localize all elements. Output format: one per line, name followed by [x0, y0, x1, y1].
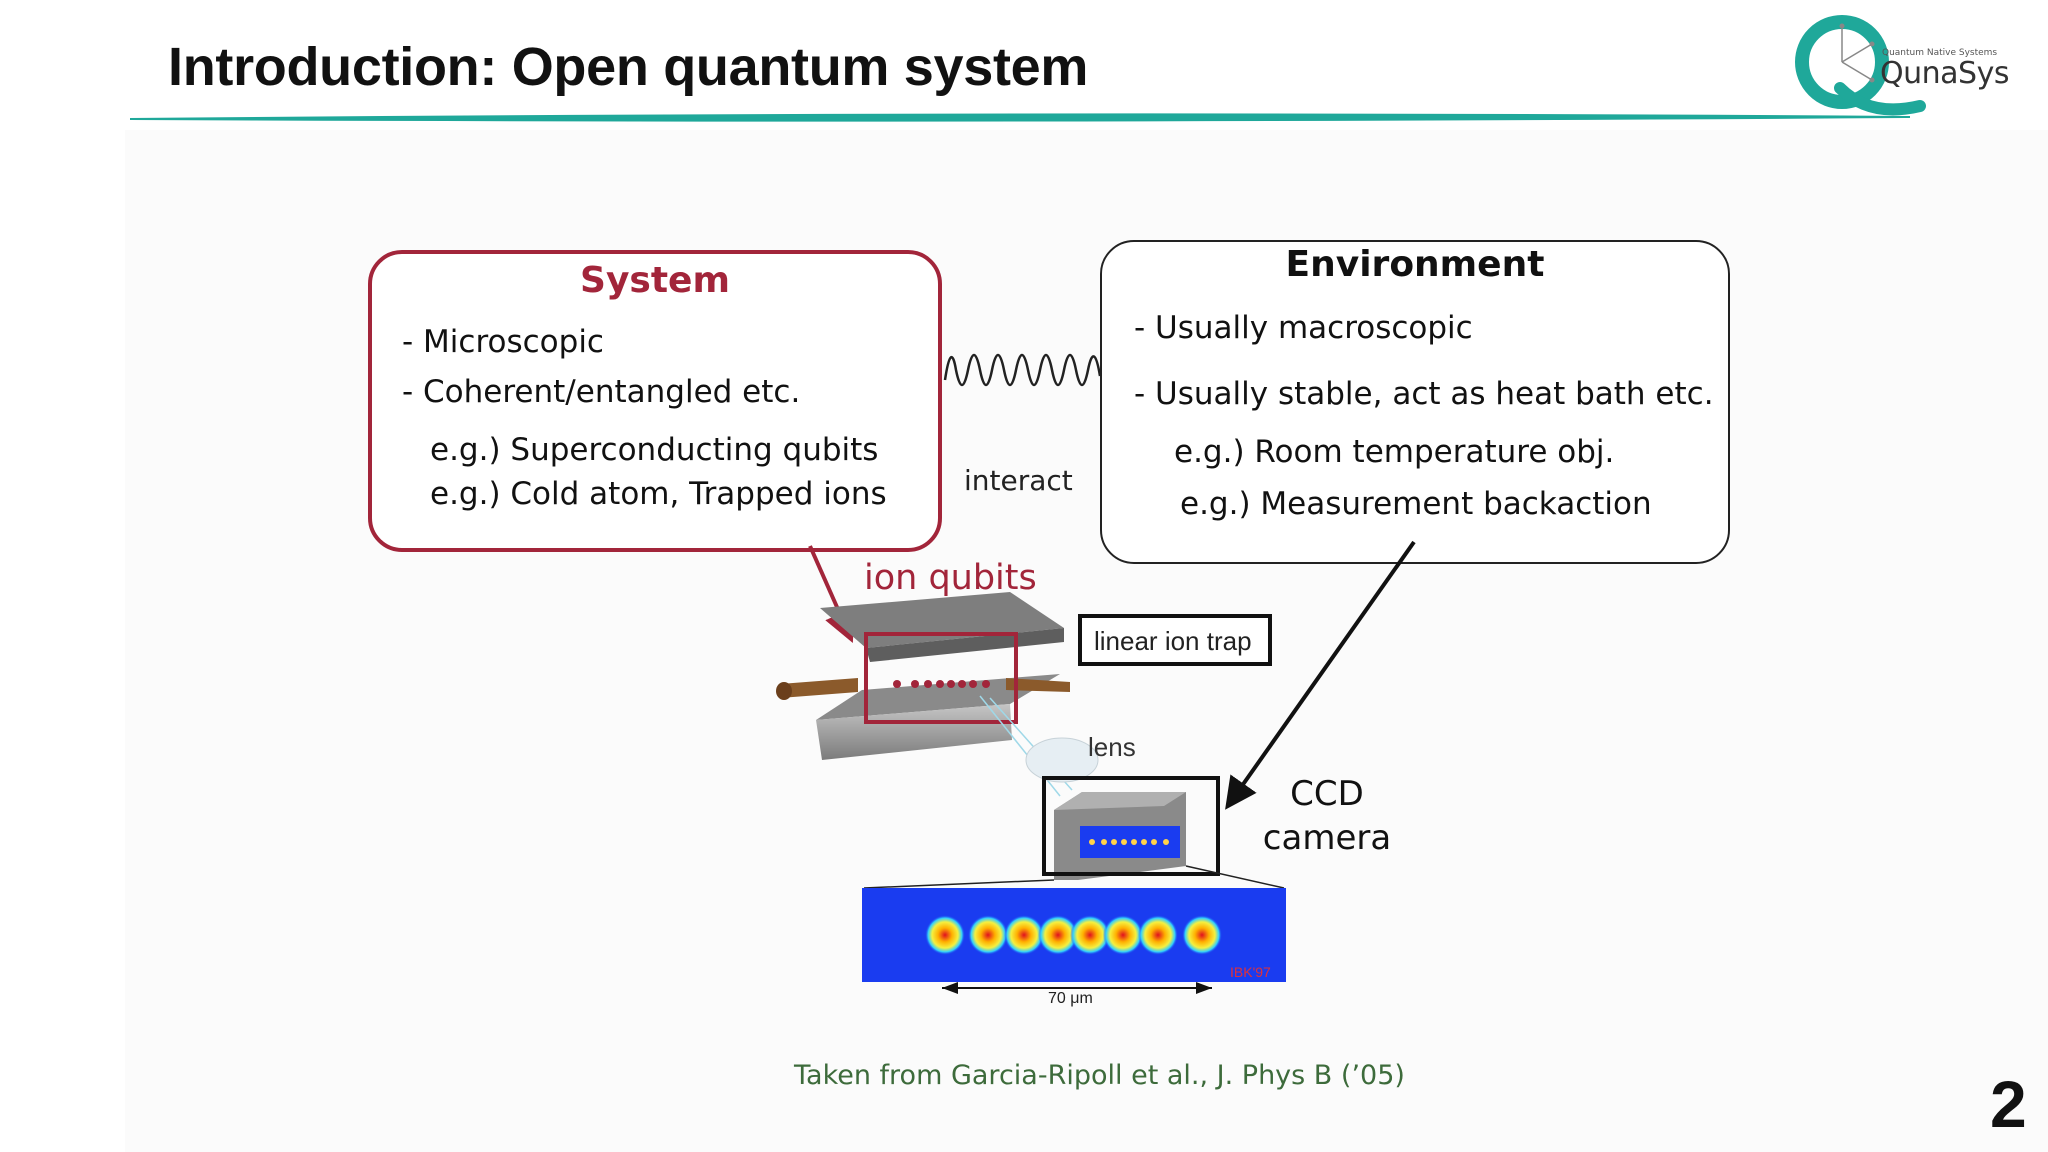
image-watermark: IBK'97	[1230, 964, 1271, 980]
system-title: System	[580, 260, 730, 301]
qunasys-logo	[1795, 15, 1926, 116]
ion-highlight-box	[864, 632, 1018, 724]
environment-title: Environment	[1285, 244, 1545, 285]
ccd-camera	[863, 776, 1285, 889]
lens	[1025, 737, 1099, 783]
system-example: e.g.) Cold atom, Trapped ions	[430, 476, 887, 512]
ion-qubits-label: ion qubits	[864, 558, 1037, 598]
ccd-label-line1: CCD	[1290, 774, 1364, 814]
system-example: e.g.) Superconducting qubits	[430, 432, 879, 468]
scale-label: 70 μm	[1048, 990, 1093, 1007]
interact-label: interact	[964, 464, 1073, 497]
title-underline	[130, 113, 1910, 122]
citation: Taken from Garcia-Ripoll et al., J. Phys…	[794, 1060, 1405, 1091]
environment-line: - Usually macroscopic	[1134, 310, 1473, 346]
ion-trap-illustration	[776, 592, 1099, 797]
linear-ion-trap-callout: linear ion trap	[1078, 614, 1272, 666]
ion-chain	[893, 680, 990, 688]
system-line: - Microscopic	[402, 324, 604, 360]
environment-box: Environment - Usually macroscopic - Usua…	[1100, 240, 1730, 564]
ccd-label-line2: camera	[1262, 818, 1392, 858]
logo-name: QunaSys	[1880, 56, 2009, 91]
system-box: System - Microscopic - Coherent/entangle…	[368, 250, 942, 552]
page-number: 2	[1990, 1067, 2027, 1141]
ccd-camera-label: CCD camera	[1262, 772, 1392, 860]
environment-example: e.g.) Measurement backaction	[1180, 486, 1652, 522]
environment-example: e.g.) Room temperature obj.	[1174, 434, 1615, 470]
lens-label: lens	[1088, 732, 1136, 762]
fluorescence-image	[862, 888, 1286, 982]
interaction-wave	[943, 353, 1102, 387]
system-line: - Coherent/entangled etc.	[402, 374, 801, 410]
linear-ion-trap-label: linear ion trap	[1094, 626, 1252, 656]
environment-arrow	[1225, 540, 1416, 810]
ccd-highlight-box	[1042, 776, 1220, 876]
logo-tagline: Quantum Native Systems	[1882, 48, 1998, 58]
slide-title: Introduction: Open quantum system	[168, 37, 1089, 97]
environment-line: - Usually stable, act as heat bath etc.	[1134, 376, 1714, 412]
